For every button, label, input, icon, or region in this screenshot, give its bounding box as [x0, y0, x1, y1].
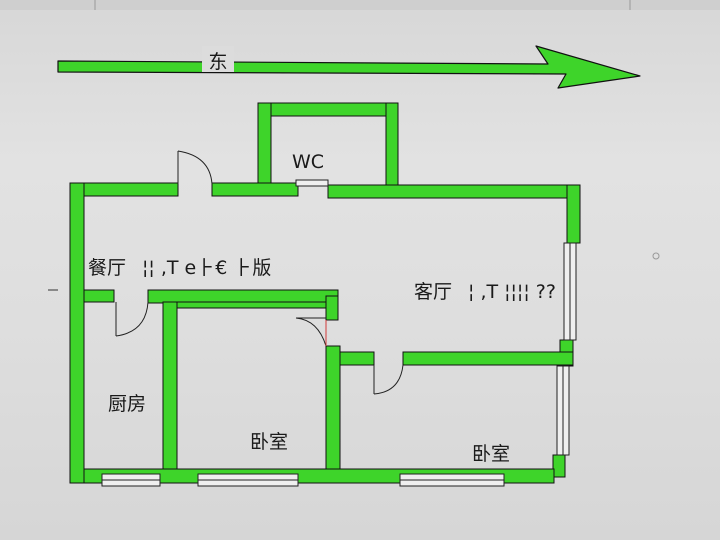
door-kitchen-swing [115, 301, 149, 337]
direction-arrow [57, 45, 641, 89]
doors [115, 150, 404, 395]
wall-bedroom2-top [402, 351, 574, 366]
walls [69, 102, 581, 484]
door-entrance-swing [177, 150, 213, 185]
wall-dining-bottom-left [83, 289, 115, 303]
wall-north-right [327, 184, 581, 199]
wall-wc-left [257, 102, 272, 196]
direction-label-bg [202, 46, 234, 72]
room-label-dining: 餐厅 [88, 257, 126, 279]
wall-mid-vertical [325, 345, 341, 481]
room-label-kitchen: 厨房 [108, 393, 146, 415]
wall-east-upper [566, 184, 581, 244]
wall-wc-right [385, 102, 399, 196]
screen-dot [652, 252, 660, 260]
room-label-wc: WC [292, 151, 324, 173]
wall-wc-top [257, 102, 399, 117]
room-label-bedroom-right: 卧室 [472, 443, 510, 465]
room-label-bedroom-left: 卧室 [250, 431, 288, 453]
wall-north-left [69, 182, 179, 197]
room-label-dining-garbled: ¦¦ ,T e⺊€ ⺊版 [142, 257, 271, 279]
window-wc [295, 179, 329, 187]
wall-east-lower [552, 454, 566, 478]
room-label-living: 客厅 [414, 281, 452, 303]
wall-west [69, 182, 85, 484]
wall-north-mid [211, 182, 299, 197]
windows [101, 179, 577, 487]
door-bedroom-right-swing [373, 364, 404, 395]
direction-label: 东 [208, 51, 227, 73]
screen-top-bar [0, 0, 720, 10]
door-bedroom-left-swing [295, 317, 327, 347]
wall-bedroom2-top-left [339, 351, 375, 366]
wall-mid-stub [325, 295, 339, 321]
room-label-living-garbled: ¦ ,T ¦¦¦¦ ?? [468, 281, 556, 303]
wall-bedroom-top-inner [176, 301, 339, 309]
wall-kitchen-bedroom [162, 301, 178, 481]
wall-dining-bottom [147, 289, 339, 304]
